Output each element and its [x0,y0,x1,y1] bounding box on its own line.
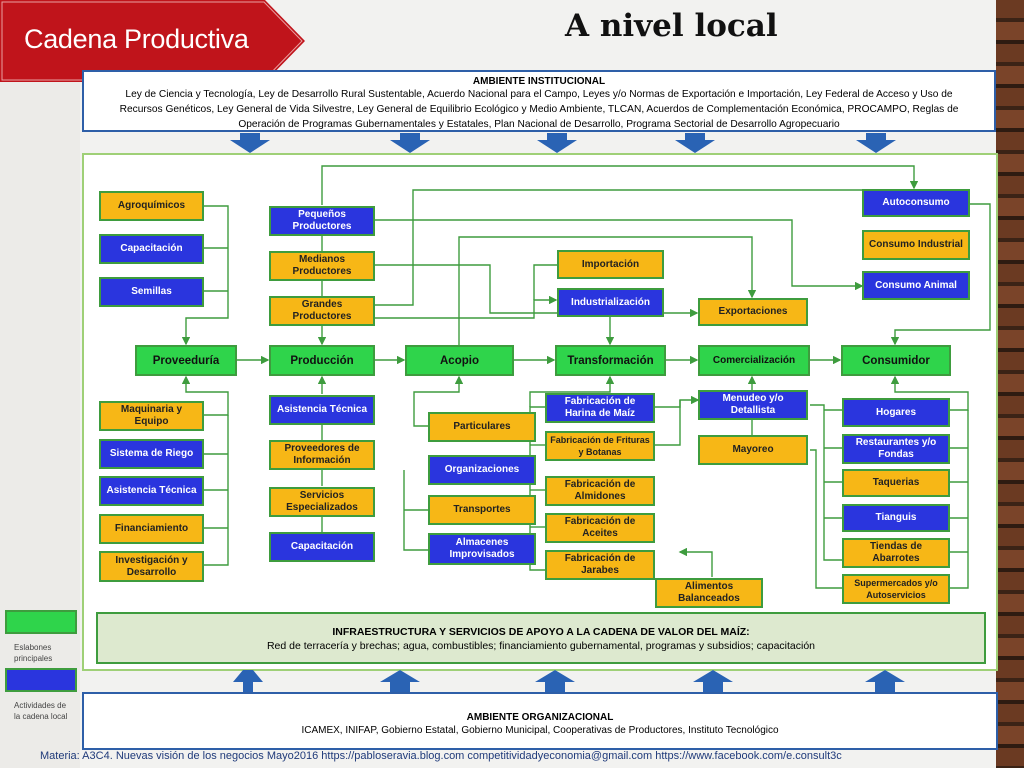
link-produccion: Producción [269,345,375,376]
activity-menudeo: Menudeo y/o Detallista [698,390,808,420]
institutional-title: AMBIENTE INSTITUCIONAL [472,76,606,87]
activity-restaurantes: Restaurantes y/o Fondas [842,434,950,464]
activity-consumo-industrial: Consumo Industrial [862,230,970,260]
banner-title: Cadena Productiva [24,24,249,54]
legend-local-activities-label: Actividades de la cadena local [14,701,68,721]
activity-transportes: Transportes [428,495,536,525]
legend-local-activities-swatch [5,668,77,692]
left-margin [0,0,80,768]
activity-tiendas-abarrotes: Tiendas de Abarrotes [842,538,950,568]
page-title: A nivel local [565,8,778,44]
institutional-line-1: Ley de Ciencia y Tecnología, Ley de Desa… [125,89,953,100]
activity-agroquimicos: Agroquímicos [99,191,204,221]
up-arrows [233,670,905,692]
infrastructure-title: INFRAESTRUCTURA Y SERVICIOS DE APOYO A L… [332,626,750,638]
institutional-environment-box: AMBIENTE INSTITUCIONAL Ley de Ciencia y … [82,70,996,132]
activity-aceites: Fabricación de Aceites [545,513,655,543]
activity-semillas: Semillas [99,277,204,307]
activity-medianos-productores: Medianos Productores [269,251,375,281]
link-consumidor: Consumidor [841,345,951,376]
activity-investigacion: Investigación y Desarrollo [99,551,204,582]
activity-frituras: Fabricación de Frituras y Botanas [545,431,655,461]
infrastructure-text: Red de terracería y brechas; agua, combu… [266,640,816,652]
activity-grandes-productores: Grandes Productores [269,296,375,326]
activity-hogares: Hogares [842,398,950,427]
legend-main-links-swatch [5,610,77,634]
organizational-text: ICAMEX, INIFAP, Gobierno Estatal, Gobier… [301,725,779,736]
activity-financiamiento: Financiamiento [99,514,204,544]
header-banner: Cadena Productiva [0,0,305,82]
activity-proveedores-informacion: Proveedores de Información [269,440,375,470]
brick-edge [996,0,1024,768]
activity-consumo-animal: Consumo Animal [862,271,970,300]
activity-asistencia-tecnica-proveeduria: Asistencia Técnica [99,476,204,506]
activity-mayoreo: Mayoreo [698,435,808,465]
activity-servicios-especializados: Servicios Especializados [269,487,375,517]
activity-industrializacion: Industrialización [557,288,664,317]
activity-taquerias: Taquerias [842,469,950,497]
link-transformacion: Transformación [555,345,666,376]
institutional-line-2: Recursos Genéticos, Ley General de Vida … [119,104,959,115]
banner-shape [0,0,305,82]
link-acopio: Acopio [405,345,514,376]
organizational-title: AMBIENTE ORGANIZACIONAL [466,712,614,723]
activity-exportaciones: Exportaciones [698,298,808,326]
activity-particulares: Particulares [428,412,536,442]
activity-asistencia-tecnica-produccion: Asistencia Técnica [269,395,375,425]
activity-supermercados: Supermercados y/o Autoservicios [842,574,950,604]
activity-jarabes: Fabricación de Jarabes [545,550,655,580]
activity-maquinaria: Maquinaria y Equipo [99,401,204,431]
activity-almacenes: Almacenes Improvisados [428,533,536,565]
activity-sistema-riego: Sistema de Riego [99,439,204,469]
activity-alimentos-balanceados: Alimentos Balanceados [655,578,763,608]
link-proveeduria: Proveeduría [135,345,237,376]
infrastructure-box: INFRAESTRUCTURA Y SERVICIOS DE APOYO A L… [96,612,986,664]
footer-credits: Materia: A3C4. Nuevas visión de los nego… [40,750,842,762]
institutional-line-3: Operación de Programas Gubernamentales y… [238,119,840,130]
activity-importacion: Importación [557,250,664,279]
activity-pequenos-productores: Pequeños Productores [269,206,375,236]
activity-capacitacion-proveeduria: Capacitación [99,234,204,264]
activity-almidones: Fabricación de Almidones [545,476,655,506]
activity-tianguis: Tianguis [842,504,950,532]
activity-capacitacion-produccion: Capacitación [269,532,375,562]
activity-harina-maiz: Fabricación de Harina de Maíz [545,393,655,423]
link-comercializacion: Comercialización [698,345,810,376]
down-arrows [230,133,896,153]
activity-organizaciones: Organizaciones [428,455,536,485]
organizational-environment-box: AMBIENTE ORGANIZACIONAL ICAMEX, INIFAP, … [82,692,998,750]
legend-main-links-label: Eslabones principales [14,643,53,663]
activity-autoconsumo: Autoconsumo [862,189,970,217]
